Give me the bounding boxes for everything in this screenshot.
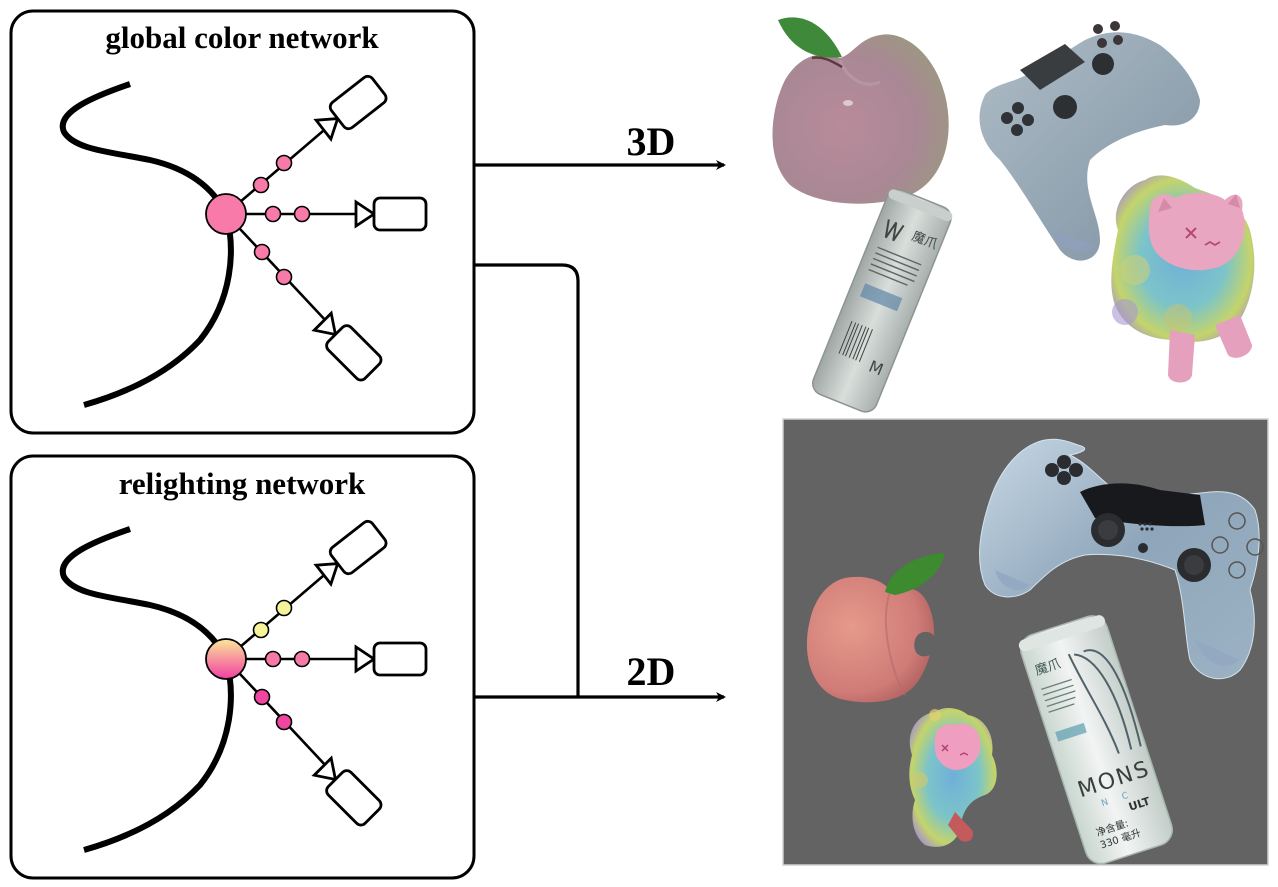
camera-ray-upper [225, 74, 388, 215]
camera-icon [313, 519, 388, 588]
camera-icon [311, 755, 383, 827]
camera-ray-lower [225, 658, 383, 827]
sample-point [275, 154, 293, 172]
sample-point [293, 205, 311, 223]
ray-network-diagram [59, 74, 428, 408]
ray-network-diagram [59, 519, 428, 853]
object-surface-curve [59, 526, 234, 853]
camera-icon [311, 310, 383, 382]
camera-body [325, 324, 383, 382]
camera-icon [354, 641, 428, 677]
peach-2d [806, 553, 945, 703]
camera-ray-lower [225, 213, 383, 382]
leaf-icon [885, 553, 945, 595]
object-surface-curve [59, 81, 234, 408]
global-color-network-panel: global color network [9, 9, 476, 435]
ray-line [225, 130, 324, 215]
sample-point [253, 243, 271, 261]
relighting-network-panel: relighting network [9, 454, 476, 880]
sample-point [252, 621, 270, 639]
surface-point-node [205, 638, 247, 680]
sample-point [264, 205, 282, 223]
camera-body [372, 641, 428, 677]
connector-global-to-2d [474, 263, 580, 697]
sample-point [293, 650, 311, 668]
sample-point [253, 688, 271, 706]
camera-ray-middle [226, 196, 428, 232]
plush-bear-2d [909, 708, 997, 847]
sample-point [275, 713, 293, 731]
leaf-icon [778, 17, 842, 58]
ray-line [225, 575, 324, 660]
energy-drink-can-3d: 魔爪 M [811, 188, 953, 413]
camera-icon [313, 74, 388, 143]
camera-ray-upper [225, 519, 388, 660]
camera-body [328, 74, 388, 131]
game-controller-2d [979, 438, 1264, 680]
camera-lens [313, 561, 340, 588]
ray-line [225, 213, 328, 323]
energy-drink-can-2d: 魔爪 MONS N C ULT 净含量: 330 毫升 [1018, 615, 1174, 865]
plush-bear-3d [1111, 175, 1255, 383]
camera-lens [313, 116, 340, 143]
game-controller-3d [979, 21, 1200, 261]
connectors [474, 160, 726, 702]
camera-lens [354, 199, 377, 229]
camera-body [328, 519, 388, 576]
sample-point [264, 650, 282, 668]
camera-icon [354, 196, 428, 232]
render-2d: 魔爪 MONS N C ULT 净含量: 330 毫升 [782, 418, 1269, 866]
ray-line [225, 658, 328, 768]
camera-body [372, 196, 428, 232]
surface-point-node [205, 193, 247, 235]
panel-title: relighting network [119, 466, 366, 501]
sample-point [275, 599, 293, 617]
output-label-2d: 2D [627, 649, 676, 694]
panel-title: global color network [105, 20, 379, 55]
sample-point [252, 176, 270, 194]
camera-lens [311, 755, 338, 782]
camera-ray-middle [226, 641, 428, 677]
can-brand-partial: M [866, 357, 886, 380]
sample-point [275, 268, 293, 286]
peach-3d [772, 17, 949, 204]
output-label-3d: 3D [627, 119, 676, 164]
camera-lens [311, 310, 338, 337]
render-3d: 魔爪 M [772, 17, 1255, 413]
camera-body [325, 769, 383, 827]
camera-lens [354, 644, 377, 674]
